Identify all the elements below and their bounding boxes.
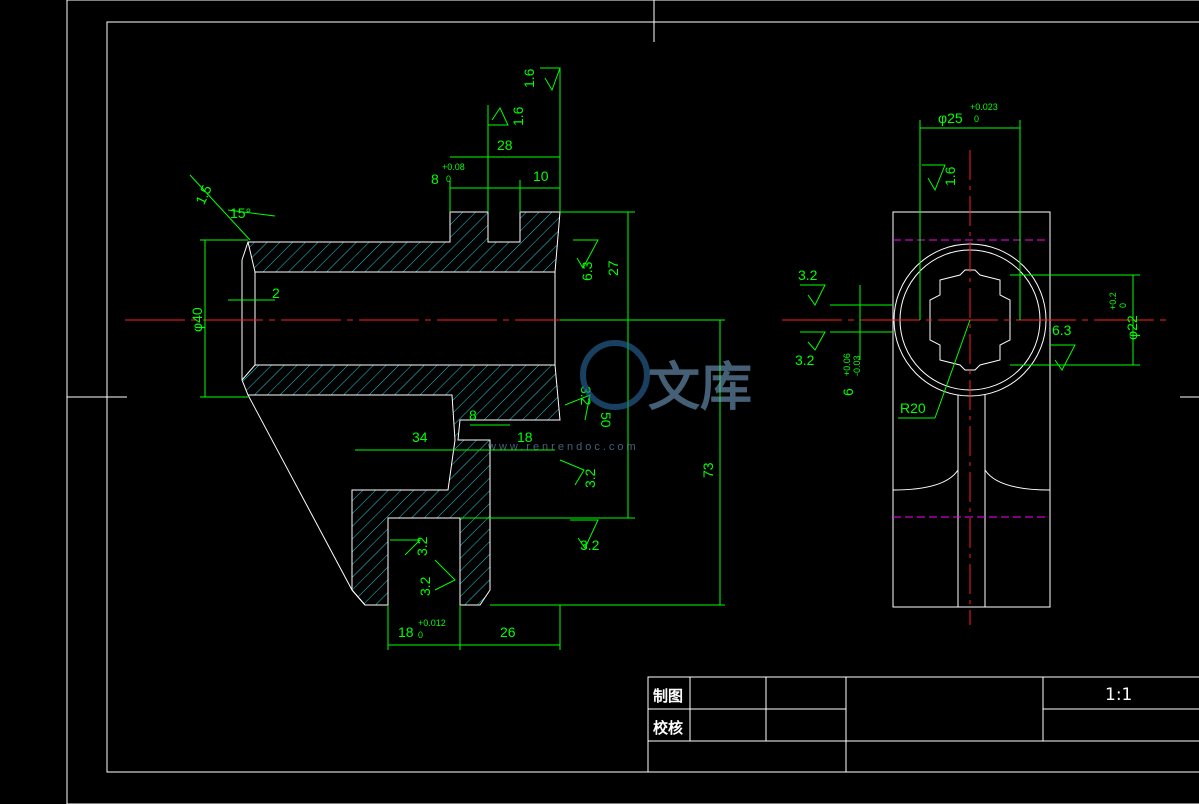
ra-3-2-d: 3.2 (414, 536, 430, 556)
checked-label: 校核 (653, 719, 683, 737)
chamfer-dim: 1.5 (192, 182, 215, 207)
dim-34: 34 (412, 429, 428, 445)
phi40-dim: φ40 (189, 307, 205, 332)
left-dimensions: 1.6 1.6 28 8 +0.08 0 10 1.5 15° 2 φ40 6.… (189, 67, 725, 650)
ra-3-2-c: 3.2 (580, 537, 600, 553)
phi22-tol-lo: 0 (1118, 303, 1128, 308)
phi25-tol-lo: 0 (974, 114, 979, 124)
ra-3-2-right-b: 3.2 (795, 352, 815, 368)
watermark-logo-icon (580, 340, 650, 410)
watermark: 文库 www.renrendoc.com (487, 340, 752, 453)
dim-50: 50 (598, 412, 614, 428)
dim-18: 18 (517, 429, 533, 445)
dim-28: 28 (497, 137, 513, 153)
ra-top: 1.6 (521, 68, 537, 88)
dim-8b: 8 (469, 407, 477, 423)
title-block: 制图 校核 1:1 (647, 676, 1199, 773)
dim-6-tol-lo: -0.03 (852, 355, 862, 376)
ra-3-2-e: 3.2 (417, 576, 433, 596)
ra-1-6: 1.6 (942, 166, 958, 186)
watermark-url: www.renrendoc.com (487, 441, 639, 453)
dim-18b-tol-lo: 0 (418, 630, 423, 640)
right-dimensions: φ25 +0.023 0 1.6 3.2 3.2 6 +0.06 -0.03 R… (795, 102, 1140, 419)
dim-8: 8 (431, 171, 439, 187)
dim-8-tol-lo: 0 (446, 174, 451, 184)
r20-dim: R20 (900, 400, 926, 416)
dim-6: 6 (840, 388, 856, 396)
ra-3-2-right-a: 3.2 (798, 267, 818, 283)
dim-73: 73 (700, 462, 716, 478)
dim-2: 2 (272, 285, 280, 301)
phi25-dim: φ25 (938, 110, 963, 126)
dim-18b: 18 (398, 624, 414, 640)
dim-26: 26 (500, 624, 516, 640)
dim-18b-tol-up: +0.012 (418, 618, 446, 628)
ra-6-3: 6.3 (579, 261, 595, 281)
dim-8-tol-up: +0.08 (442, 162, 465, 172)
phi22-dim: φ22 (1124, 315, 1140, 340)
scale-label: 1:1 (1105, 685, 1132, 705)
phi22-tol-up: +0.2 (1108, 292, 1118, 310)
ra-mid: 1.6 (510, 106, 526, 126)
dim-10: 10 (533, 168, 549, 184)
ra-6-3-right: 6.3 (1052, 322, 1072, 338)
section-view (125, 211, 640, 606)
angle-dim: 15° (230, 205, 251, 221)
watermark-brand: 文库 (648, 359, 752, 417)
side-view (782, 150, 1172, 625)
drawn-label: 制图 (653, 687, 683, 705)
dim-27: 27 (605, 260, 621, 276)
ra-3-2-b: 3.2 (582, 468, 598, 488)
dim-6-tol-up: +0.06 (842, 353, 852, 376)
phi25-tol-up: +0.023 (970, 102, 998, 112)
